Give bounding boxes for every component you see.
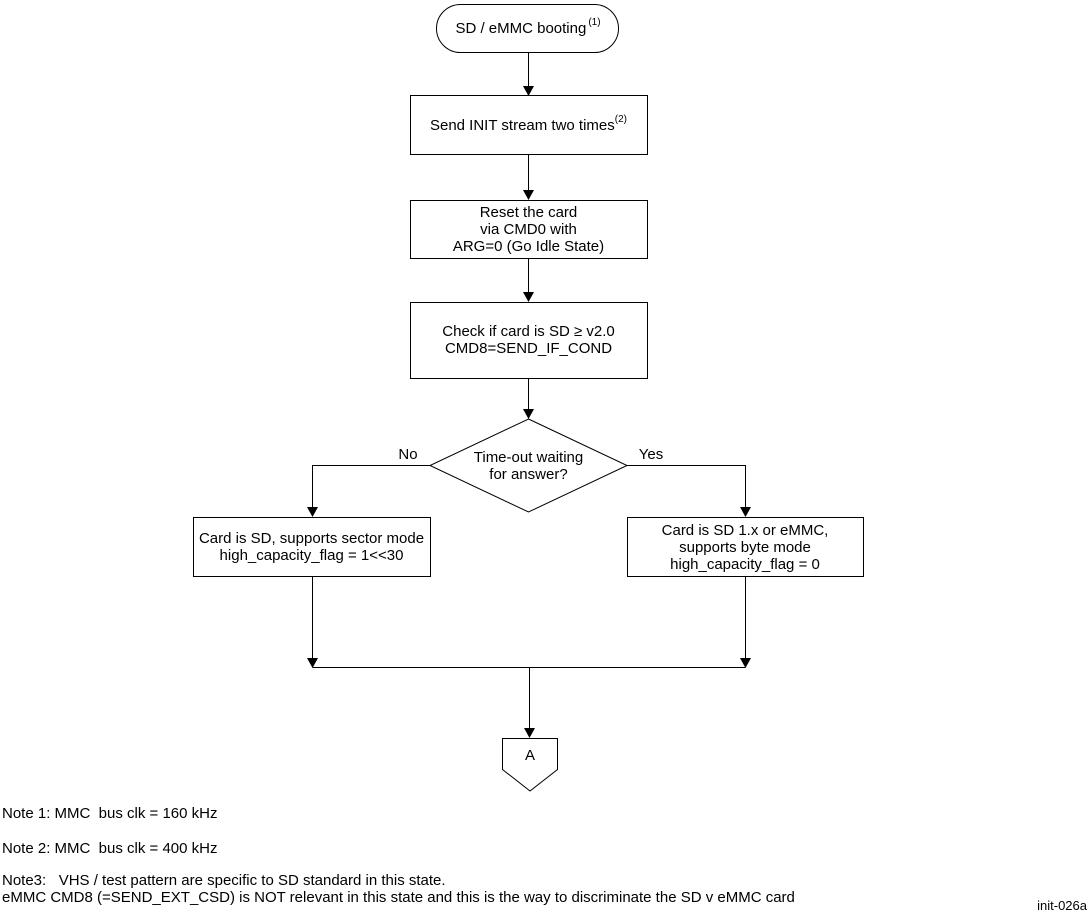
byte-mode-box-shape (627, 517, 864, 577)
arrowhead (307, 507, 318, 517)
start-terminator-shape (436, 4, 619, 53)
timeout-decision-diamond-shape (428, 418, 629, 513)
offpage-connector-shape (502, 738, 558, 792)
note-1: Note 1: MMC bus clk = 160 kHz (2, 805, 218, 822)
arrowhead (523, 190, 534, 200)
note-2: Note 2: MMC bus clk = 400 kHz (2, 840, 218, 857)
flow-line-no-branch (312, 465, 430, 516)
arrowhead (307, 658, 318, 668)
reset-card-box-shape (410, 200, 648, 259)
arrowhead (740, 658, 751, 668)
check-sd-box-shape (410, 302, 648, 379)
arrowhead (523, 409, 534, 419)
send-init-box-shape (410, 95, 648, 155)
arrowhead (523, 86, 534, 96)
arrowhead (740, 507, 751, 517)
arrowhead (524, 728, 535, 738)
flow-line-yes-branch (627, 465, 746, 516)
figure-id: init-026a (1037, 898, 1087, 913)
sector-mode-box-shape (193, 517, 431, 577)
note-3: Note3: VHS / test pattern are specific t… (2, 872, 795, 906)
arrowhead (523, 292, 534, 302)
